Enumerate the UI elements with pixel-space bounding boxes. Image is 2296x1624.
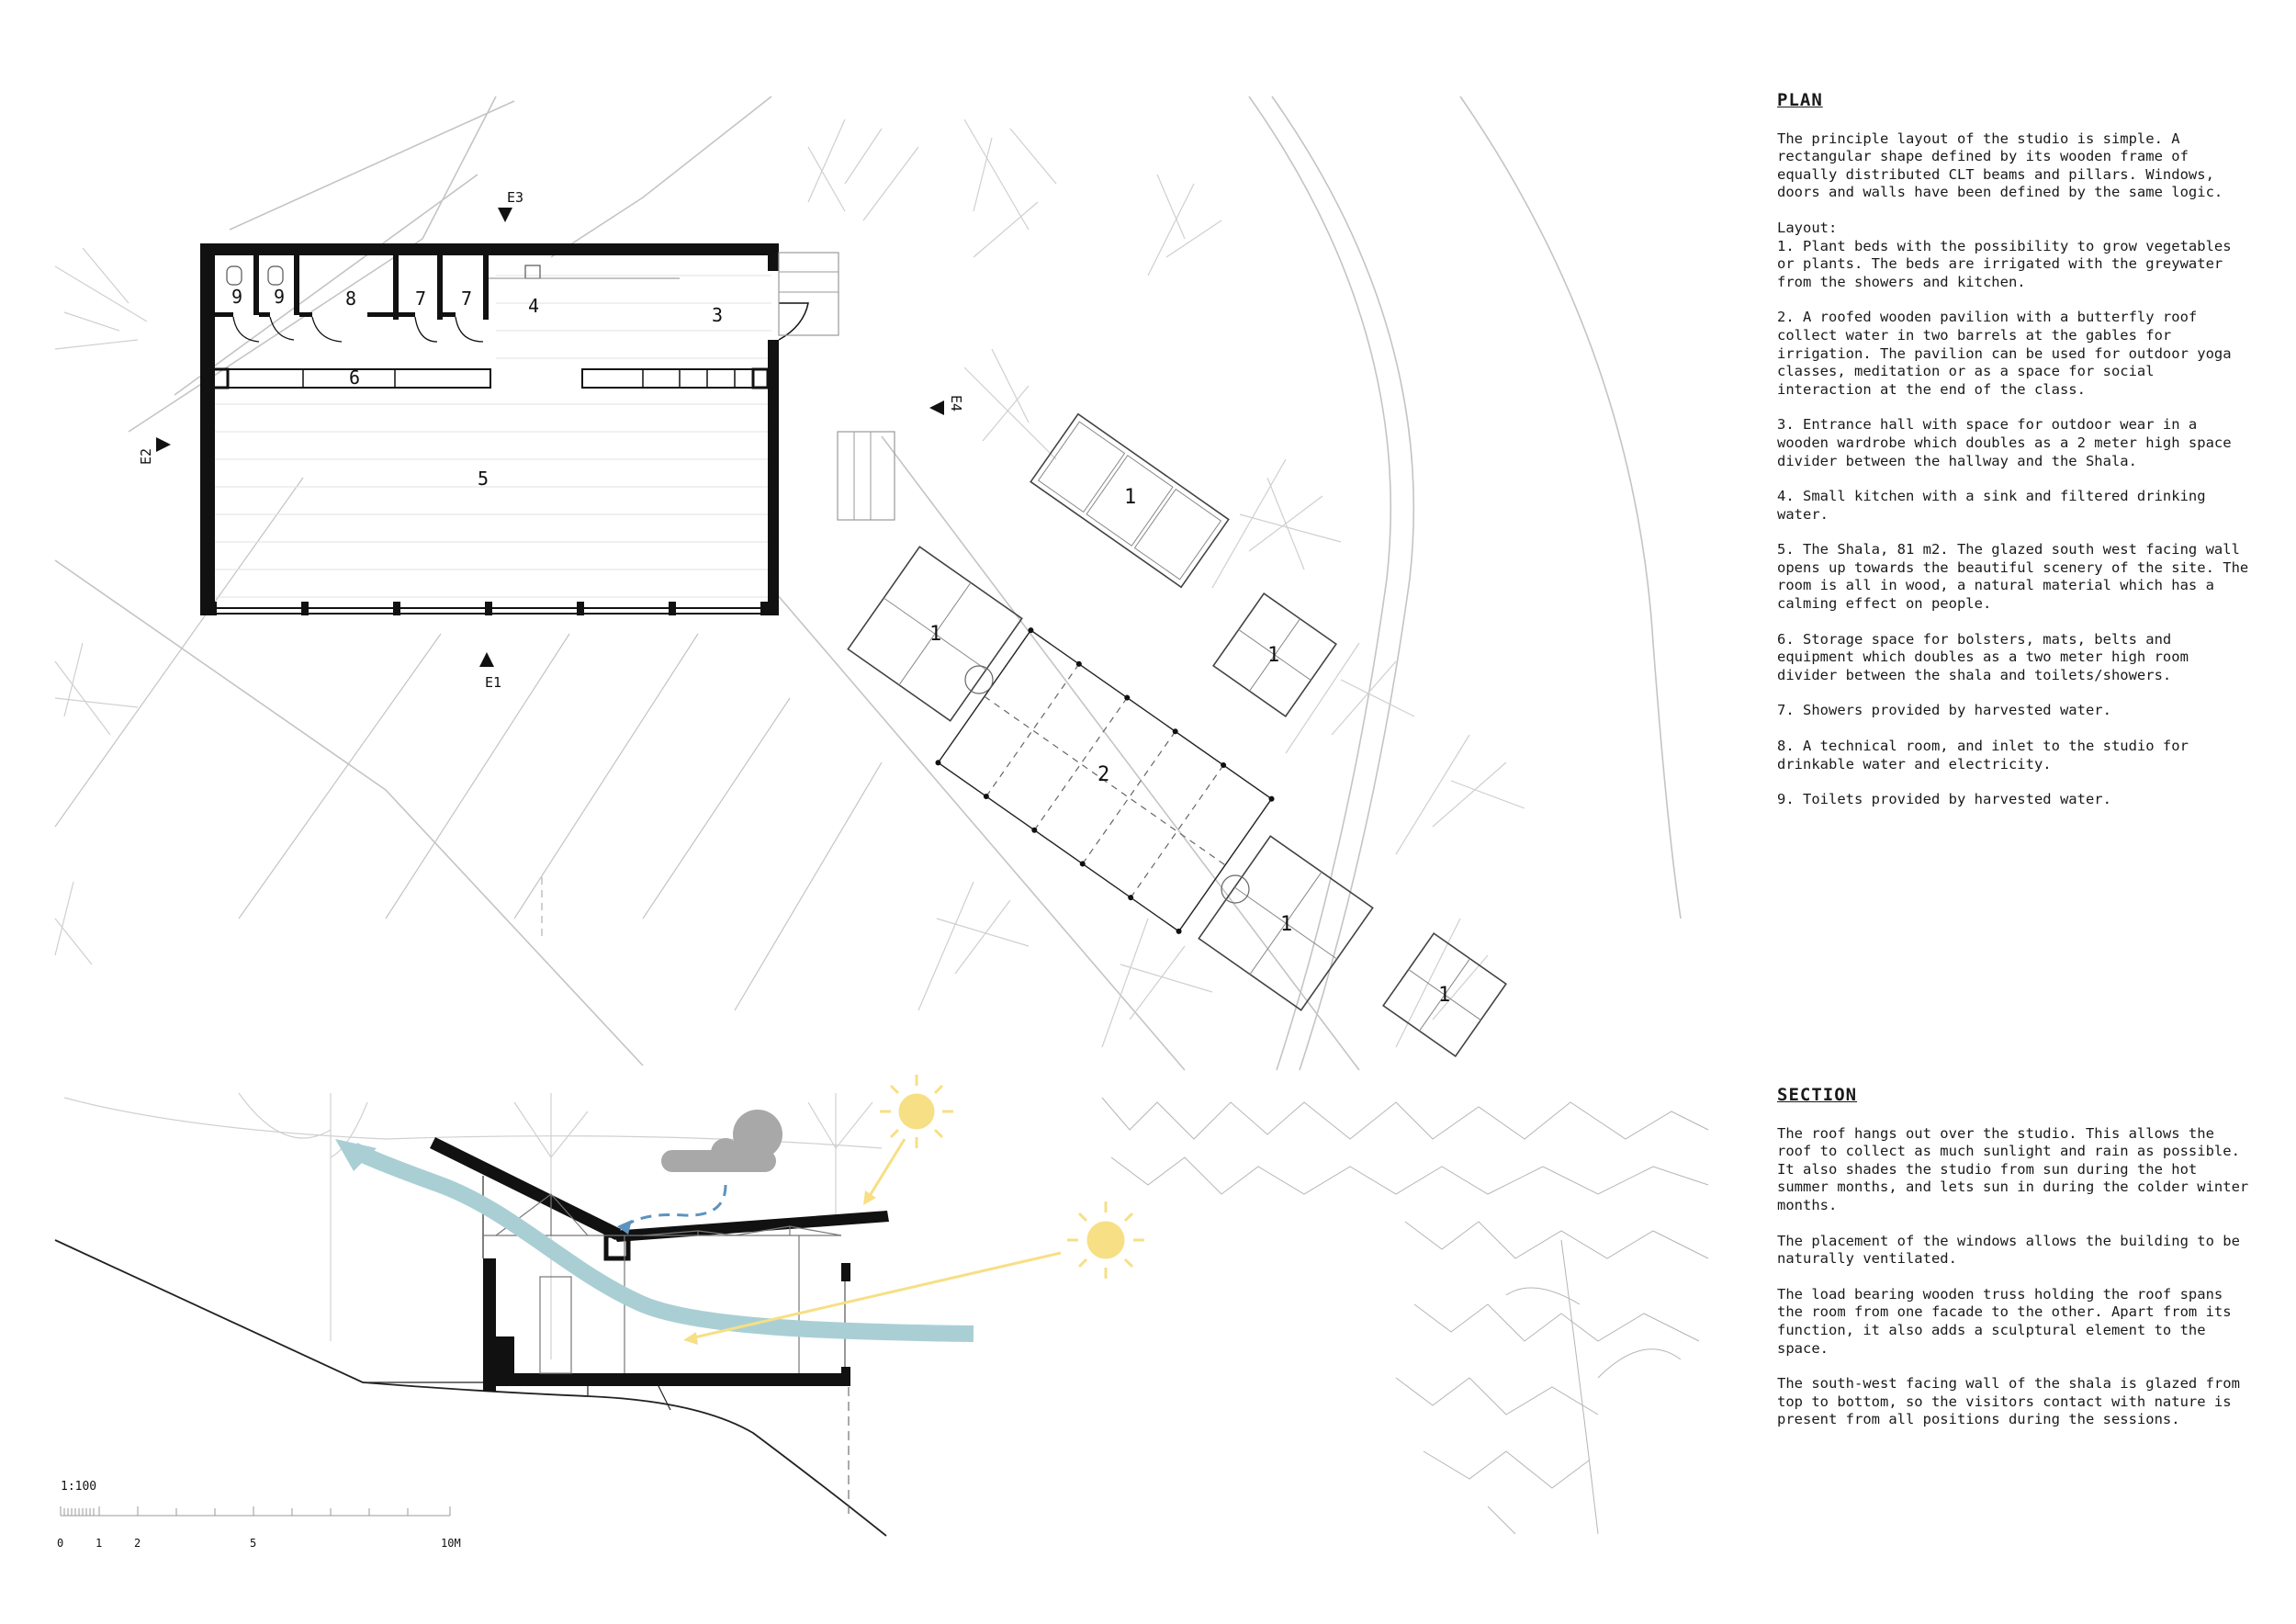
elevation-marker-e2-arrow <box>156 437 171 452</box>
elevation-marker-e2: E2 <box>138 448 154 465</box>
room-number-kitchen: 4 <box>528 295 539 317</box>
pavilion-label: 2 <box>1097 763 1109 786</box>
sun-icon-lower <box>1067 1201 1144 1279</box>
layout-label: Layout: <box>1777 219 1838 236</box>
layout-item-3: 3. Entrance hall with space for outdoor … <box>1777 416 2232 469</box>
airflow-arrow <box>349 1143 974 1342</box>
room-number-shala: 5 <box>478 468 489 490</box>
site-context <box>54 96 1682 1071</box>
section-paragraph-1: The roof hangs out over the studio. This… <box>1777 1124 2257 1213</box>
elevation-marker-e1: E1 <box>485 674 501 691</box>
plan-heading: PLAN <box>1777 90 1823 110</box>
plant-bed-label-4: 1 <box>1280 913 1292 936</box>
room-number-shower-b: 7 <box>461 288 472 310</box>
layout-item-5: 5. The Shala, 81 m2. The glazed south we… <box>1777 541 2249 613</box>
section-heading: SECTION <box>1777 1085 1858 1105</box>
room-number-toilet-a: 9 <box>231 286 242 308</box>
plant-bed-label-2: 1 <box>929 623 941 646</box>
building-plan: 9 9 8 7 7 4 3 6 5 E3 E1 E2 E4 <box>138 189 964 691</box>
sun-ray-lower <box>690 1251 1062 1340</box>
scale-tick-5: 5 <box>250 1537 256 1550</box>
layout-item-7: 7. Showers provided by harvested water. <box>1777 702 2111 719</box>
plant-bed-label-3: 1 <box>1267 644 1279 667</box>
scale-bar: 1:100 0 1 2 5 10M <box>57 1480 461 1550</box>
section-paragraph-4: The south-west facing wall of the shala … <box>1777 1375 2249 1428</box>
layout-item-1: 1. Plant beds with the possibility to gr… <box>1777 237 2232 290</box>
rain-flow-arrow <box>624 1184 727 1228</box>
plant-bed-label-1: 1 <box>1124 486 1136 509</box>
section-description-panel: SECTION The roof hangs out over the stud… <box>1777 1085 2257 1447</box>
section-paragraph-3: The load bearing wooden truss holding th… <box>1777 1285 2240 1357</box>
room-number-toilet-b: 9 <box>274 286 285 308</box>
elevation-marker-e4-arrow <box>929 400 944 415</box>
section-paragraph-2: The placement of the windows allows the … <box>1777 1232 2249 1268</box>
layout-item-2: 2. A roofed wooden pavilion with a butte… <box>1777 309 2232 398</box>
elevation-marker-e3-arrow <box>498 208 512 222</box>
elevation-marker-e4: E4 <box>948 395 964 412</box>
scale-tick-10m: 10M <box>441 1537 461 1550</box>
plant-beds <box>847 412 1507 1057</box>
layout-item-9: 9. Toilets provided by harvested water. <box>1777 791 2111 808</box>
sun-icon-upper <box>880 1075 953 1148</box>
sun-ray-upper <box>866 1138 906 1200</box>
layout-item-6: 6. Storage space for bolsters, mats, bel… <box>1777 630 2189 683</box>
elevation-marker-e1-arrow <box>479 652 494 667</box>
room-number-shower-a: 7 <box>415 288 426 310</box>
tree-canopies-plan <box>54 118 1525 1048</box>
layout-item-4: 4. Small kitchen with a sink and filtere… <box>1777 488 2206 523</box>
scale-tick-1: 1 <box>96 1537 102 1550</box>
plant-bed-label-5: 1 <box>1438 984 1450 1007</box>
layout-item-8: 8. A technical room, and inlet to the st… <box>1777 738 2189 773</box>
elevation-marker-e3: E3 <box>507 189 523 206</box>
tree-foliage-section <box>1101 1097 1709 1535</box>
section-drawing <box>54 1075 1709 1537</box>
scale-tick-0: 0 <box>57 1537 63 1550</box>
cloud-icon <box>661 1110 782 1172</box>
plan-description-panel: PLAN The principle layout of the studio … <box>1777 90 2255 827</box>
room-number-entrance: 3 <box>712 304 723 326</box>
room-number-technical: 8 <box>345 288 356 310</box>
plan-intro: The principle layout of the studio is si… <box>1777 130 2223 201</box>
scale-tick-2: 2 <box>134 1537 141 1550</box>
scale-ratio: 1:100 <box>61 1480 96 1494</box>
room-number-storage: 6 <box>349 367 360 389</box>
pavilion: 2 <box>935 627 1275 934</box>
plant-bed-labels: 1 1 1 1 1 <box>929 486 1450 1007</box>
